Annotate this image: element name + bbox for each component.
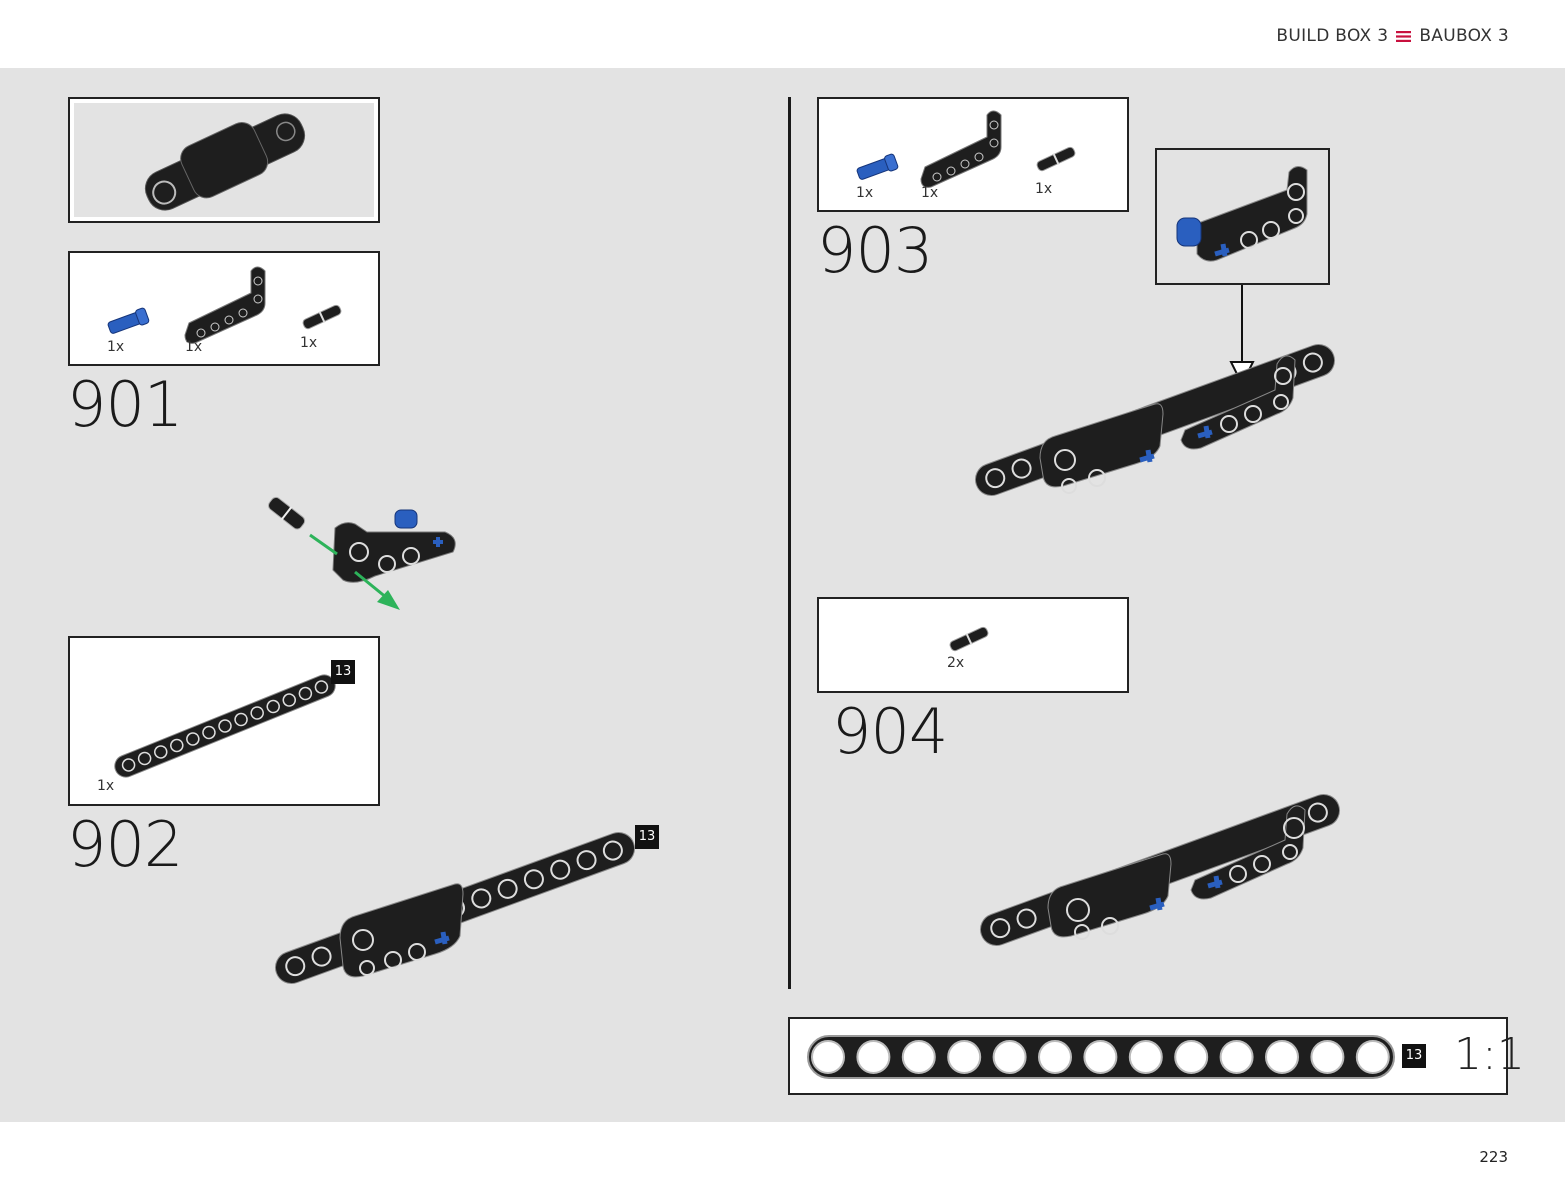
subassembly-icon (144, 113, 306, 211)
step-number-904: 904 (832, 695, 948, 768)
step-902-illustration (274, 831, 636, 985)
page-header: BUILD BOX 3 BAUBOX 3 (0, 0, 1565, 68)
part-qty: 1x (97, 778, 115, 794)
length-badge: 13 (331, 660, 355, 684)
part-qty: 1x (1035, 181, 1053, 197)
triple-bar-icon (1396, 30, 1412, 42)
part-qty: 1x (107, 339, 125, 355)
friction-pin-icon (302, 304, 342, 330)
subassembly-preview-box (68, 97, 380, 223)
part-qty: 1x (921, 185, 939, 201)
step-903-illustration (974, 285, 1336, 497)
length-badge: 13 (1402, 1044, 1426, 1068)
blue-axle-pin-icon (107, 307, 150, 334)
beam-13-scale-icon (807, 1035, 1395, 1079)
page-footer (0, 1122, 1565, 1191)
scale-label: 1:1 (1454, 1029, 1525, 1080)
step-901-parts-box: 1x 1x 1x (68, 251, 380, 366)
step-904-illustration (979, 793, 1341, 947)
friction-pin-icon (1036, 146, 1076, 172)
step-number-902: 902 (67, 808, 183, 881)
step-number-901: 901 (67, 368, 183, 441)
l-beam-icon (920, 110, 1002, 188)
step-902-parts-box: 13 1x (68, 636, 380, 806)
page-number: 223 (1479, 1148, 1508, 1166)
blue-axle-pin-icon (856, 153, 899, 180)
step-903-parts-box: 1x 1x 1x (817, 97, 1129, 212)
page-divider (788, 97, 791, 989)
header-title-de: BAUBOX 3 (1419, 26, 1509, 46)
part-qty: 2x (947, 655, 965, 671)
step-901-parts-icons (107, 266, 342, 344)
scale-ruler-box: 13 1:1 (788, 1017, 1525, 1095)
callout-l-beam-icon (1176, 166, 1308, 262)
header-title-en: BUILD BOX 3 (1276, 26, 1389, 46)
step-903-callout-box (1155, 148, 1330, 285)
step-903-parts-icons (856, 110, 1076, 188)
l-beam-icon (184, 266, 266, 344)
part-qty: 1x (185, 339, 203, 355)
part-qty: 1x (856, 185, 874, 201)
step-904-parts-box: 2x (817, 597, 1129, 693)
length-badge: 13 (635, 825, 659, 849)
step-901-illustration (268, 496, 456, 610)
beam-13-icon (114, 674, 336, 778)
header-title: BUILD BOX 3 BAUBOX 3 (1276, 26, 1509, 46)
part-qty: 1x (300, 335, 318, 351)
friction-pin-icon (949, 626, 989, 652)
step-number-903: 903 (817, 214, 933, 287)
